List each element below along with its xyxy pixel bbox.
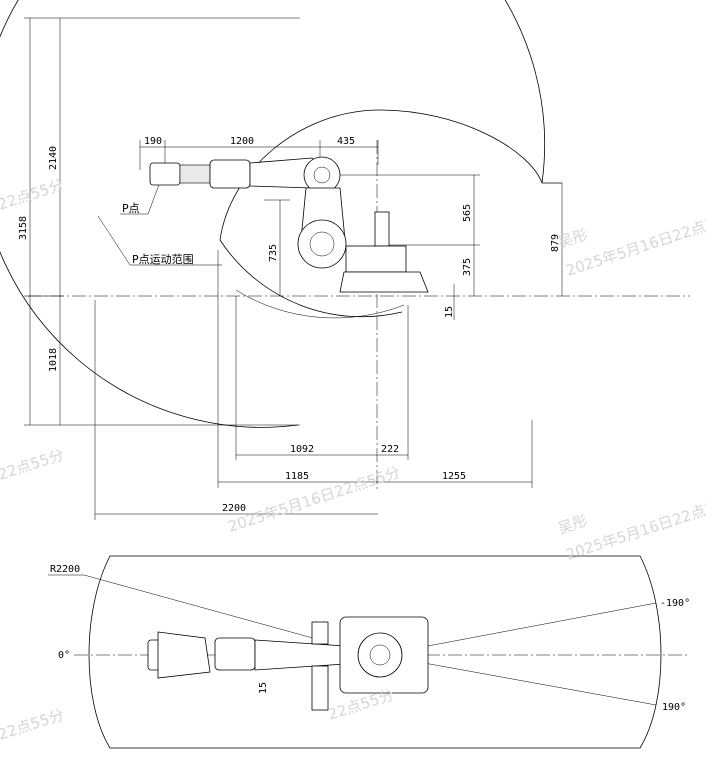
dim-upper-height: 2140 [48, 146, 59, 170]
dim-base-clear: 15 [444, 306, 455, 318]
angle-neg-label: -190° [660, 598, 690, 609]
dim-right-height: 879 [550, 234, 561, 252]
dim-inner-height: 735 [268, 244, 279, 262]
top-view-envelope [88, 555, 662, 749]
watermark-name: 吴彤 [556, 511, 590, 537]
watermark-short: 22点55分 [0, 446, 66, 484]
robot-top-silhouette [147, 616, 429, 711]
watermark-short: 22点55分 [0, 176, 66, 214]
angle-zero-label: 0° [58, 650, 70, 661]
dim-lower-height: 1018 [48, 348, 59, 372]
dim-back-radius: 1185 [285, 471, 309, 482]
angle-pos-label: 190° [662, 702, 686, 713]
radius-label: R2200 [50, 564, 80, 575]
dim-flange: 190 [144, 136, 162, 147]
top-view: R2200 0° -190° 190° 15 [48, 555, 690, 749]
p-range-label: P点运动范围 [132, 252, 194, 266]
dim-right-radius: 1255 [442, 471, 466, 482]
robot-side-silhouette [149, 156, 429, 293]
dim-elbow-offset: 435 [337, 136, 355, 147]
dim-base-offset: 222 [381, 444, 399, 455]
watermark-short: 22点55分 [0, 706, 66, 744]
outer-envelope-arc [0, 0, 546, 428]
dim-total-height: 3158 [18, 216, 29, 240]
side-view: 3158 2140 1018 190 1200 435 565 375 879 … [0, 0, 690, 520]
dim-forearm: 1200 [230, 136, 254, 147]
dim-base-height: 375 [462, 258, 473, 276]
p-point-label: P点 [122, 202, 140, 215]
dim-reach-inner: 1092 [290, 444, 314, 455]
dim-shoulder-offset: 565 [462, 204, 473, 222]
watermark-name: 吴彤 [556, 225, 590, 251]
dim-max-reach: 2200 [222, 503, 246, 514]
watermark-timestamp: 2025年5月16日22点55分 [226, 463, 403, 536]
top-offset-label: 15 [258, 682, 269, 694]
